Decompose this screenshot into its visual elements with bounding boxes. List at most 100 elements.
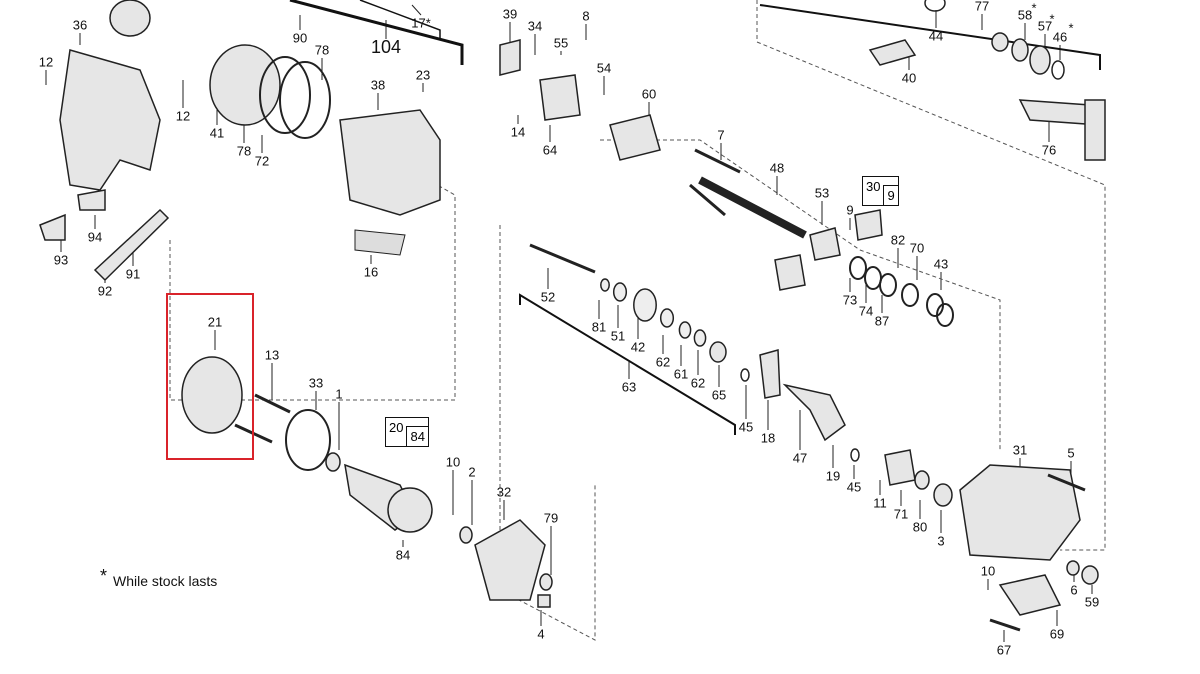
counterweight — [782, 383, 846, 442]
part-label-13: 13 — [264, 347, 280, 363]
ring — [279, 61, 331, 139]
part-label-1: 1 — [335, 386, 343, 402]
gear-housing-31 — [959, 464, 1081, 561]
part-label-62: 62 — [690, 375, 706, 391]
o-ring — [849, 256, 867, 280]
o-ring — [901, 283, 919, 307]
plate-11 — [884, 449, 916, 486]
leader-line — [411, 4, 422, 16]
part-label-23: 23 — [415, 67, 431, 83]
ring — [259, 56, 311, 134]
o-ring-46 — [1051, 60, 1065, 80]
part-label-74: 74 — [858, 303, 874, 319]
bearing-58 — [1011, 38, 1029, 62]
bearing-3 — [933, 483, 953, 507]
brush-spring — [77, 189, 106, 211]
part-label-33: 33 — [308, 375, 324, 391]
asterisk: * — [1068, 20, 1074, 36]
part-label-94: 94 — [87, 229, 103, 245]
group-outline — [756, 0, 1106, 551]
part-label-79: 79 — [543, 510, 559, 526]
bracket-69 — [998, 574, 1062, 616]
snap-ring — [740, 368, 750, 382]
part-label-87: 87 — [874, 313, 890, 329]
part-label-41: 41 — [209, 125, 225, 141]
switch — [109, 0, 151, 37]
part-label-39: 39 — [502, 6, 518, 22]
pin — [694, 148, 741, 174]
part-label-19: 19 — [825, 468, 841, 484]
box-label: 9 — [883, 185, 898, 205]
part-label-47: 47 — [792, 450, 808, 466]
part-label-10: 10 — [445, 454, 461, 470]
part-label-77: 77 — [974, 0, 990, 14]
part-label-93: 93 — [53, 252, 69, 268]
bearing — [325, 452, 341, 472]
part-ref-box-30-9: 30 9 — [862, 176, 899, 206]
bearing-80 — [914, 470, 930, 490]
guide-clip — [774, 254, 806, 291]
part-label-71: 71 — [893, 506, 909, 522]
part-label-3: 3 — [937, 533, 945, 549]
bushing-77 — [991, 32, 1009, 52]
gear-ring — [209, 44, 281, 126]
part-label-92: 92 — [97, 283, 113, 299]
box-label: 30 — [866, 179, 881, 194]
part-label-34: 34 — [527, 18, 543, 34]
part-label-59: 59 — [1084, 594, 1100, 610]
o-ring — [936, 303, 954, 327]
part-label-36: 36 — [72, 17, 88, 33]
motor-housing — [339, 109, 441, 216]
part-label-48: 48 — [769, 160, 785, 176]
part-label-12: 12 — [175, 108, 191, 124]
brush-holder — [93, 208, 170, 282]
stock-note: *While stock lasts — [100, 566, 217, 591]
handle-housing — [59, 49, 161, 191]
baffle — [285, 409, 331, 471]
o-ring — [879, 273, 897, 297]
part-label-11: 11 — [873, 495, 887, 511]
part-label-52: 52 — [540, 289, 556, 305]
part-label-2: 2 — [468, 464, 476, 480]
snap-ring — [850, 448, 860, 462]
fan — [387, 487, 433, 533]
part-label-81: 81 — [591, 319, 607, 335]
pin — [689, 183, 726, 217]
part-label-38: 38 — [370, 77, 386, 93]
bearing — [459, 526, 473, 544]
asterisk: * — [1031, 0, 1037, 16]
shaft-52 — [529, 243, 596, 274]
part-label-17: 17* — [411, 15, 431, 31]
part-label-76: 76 — [1041, 142, 1057, 158]
part-label-60: 60 — [641, 86, 657, 102]
part-label-44: 44 — [928, 28, 944, 44]
bracket-104 — [289, 0, 464, 65]
part-label-40: 40 — [901, 70, 917, 86]
bracket-top — [759, 4, 1101, 70]
gear-washer — [633, 288, 657, 322]
part-label-16: 16 — [363, 264, 379, 280]
gear-washer — [693, 329, 707, 347]
highlight-box-part-21 — [166, 293, 254, 460]
part-label-73: 73 — [842, 292, 858, 308]
group-outline — [600, 139, 1001, 450]
bracket-63 — [519, 293, 736, 435]
gear-washer — [659, 308, 675, 328]
part-label-91: 91 — [125, 266, 141, 282]
part-label-62: 62 — [655, 354, 671, 370]
washer — [539, 573, 553, 591]
o-ring-44 — [924, 0, 946, 12]
part-label-54: 54 — [596, 60, 612, 76]
spindle-bearing-block — [609, 114, 661, 161]
part-label-57: 57 — [1037, 18, 1053, 34]
part-label-82: 82 — [890, 232, 906, 248]
part-label-31: 31 — [1012, 442, 1028, 458]
part-label-4: 4 — [537, 626, 545, 642]
screw-5 — [1047, 473, 1086, 492]
guide-block — [809, 227, 841, 261]
part-label-32: 32 — [496, 484, 512, 500]
part-label-70: 70 — [909, 240, 925, 256]
part-label-5: 5 — [1067, 445, 1075, 461]
part-label-43: 43 — [933, 256, 949, 272]
